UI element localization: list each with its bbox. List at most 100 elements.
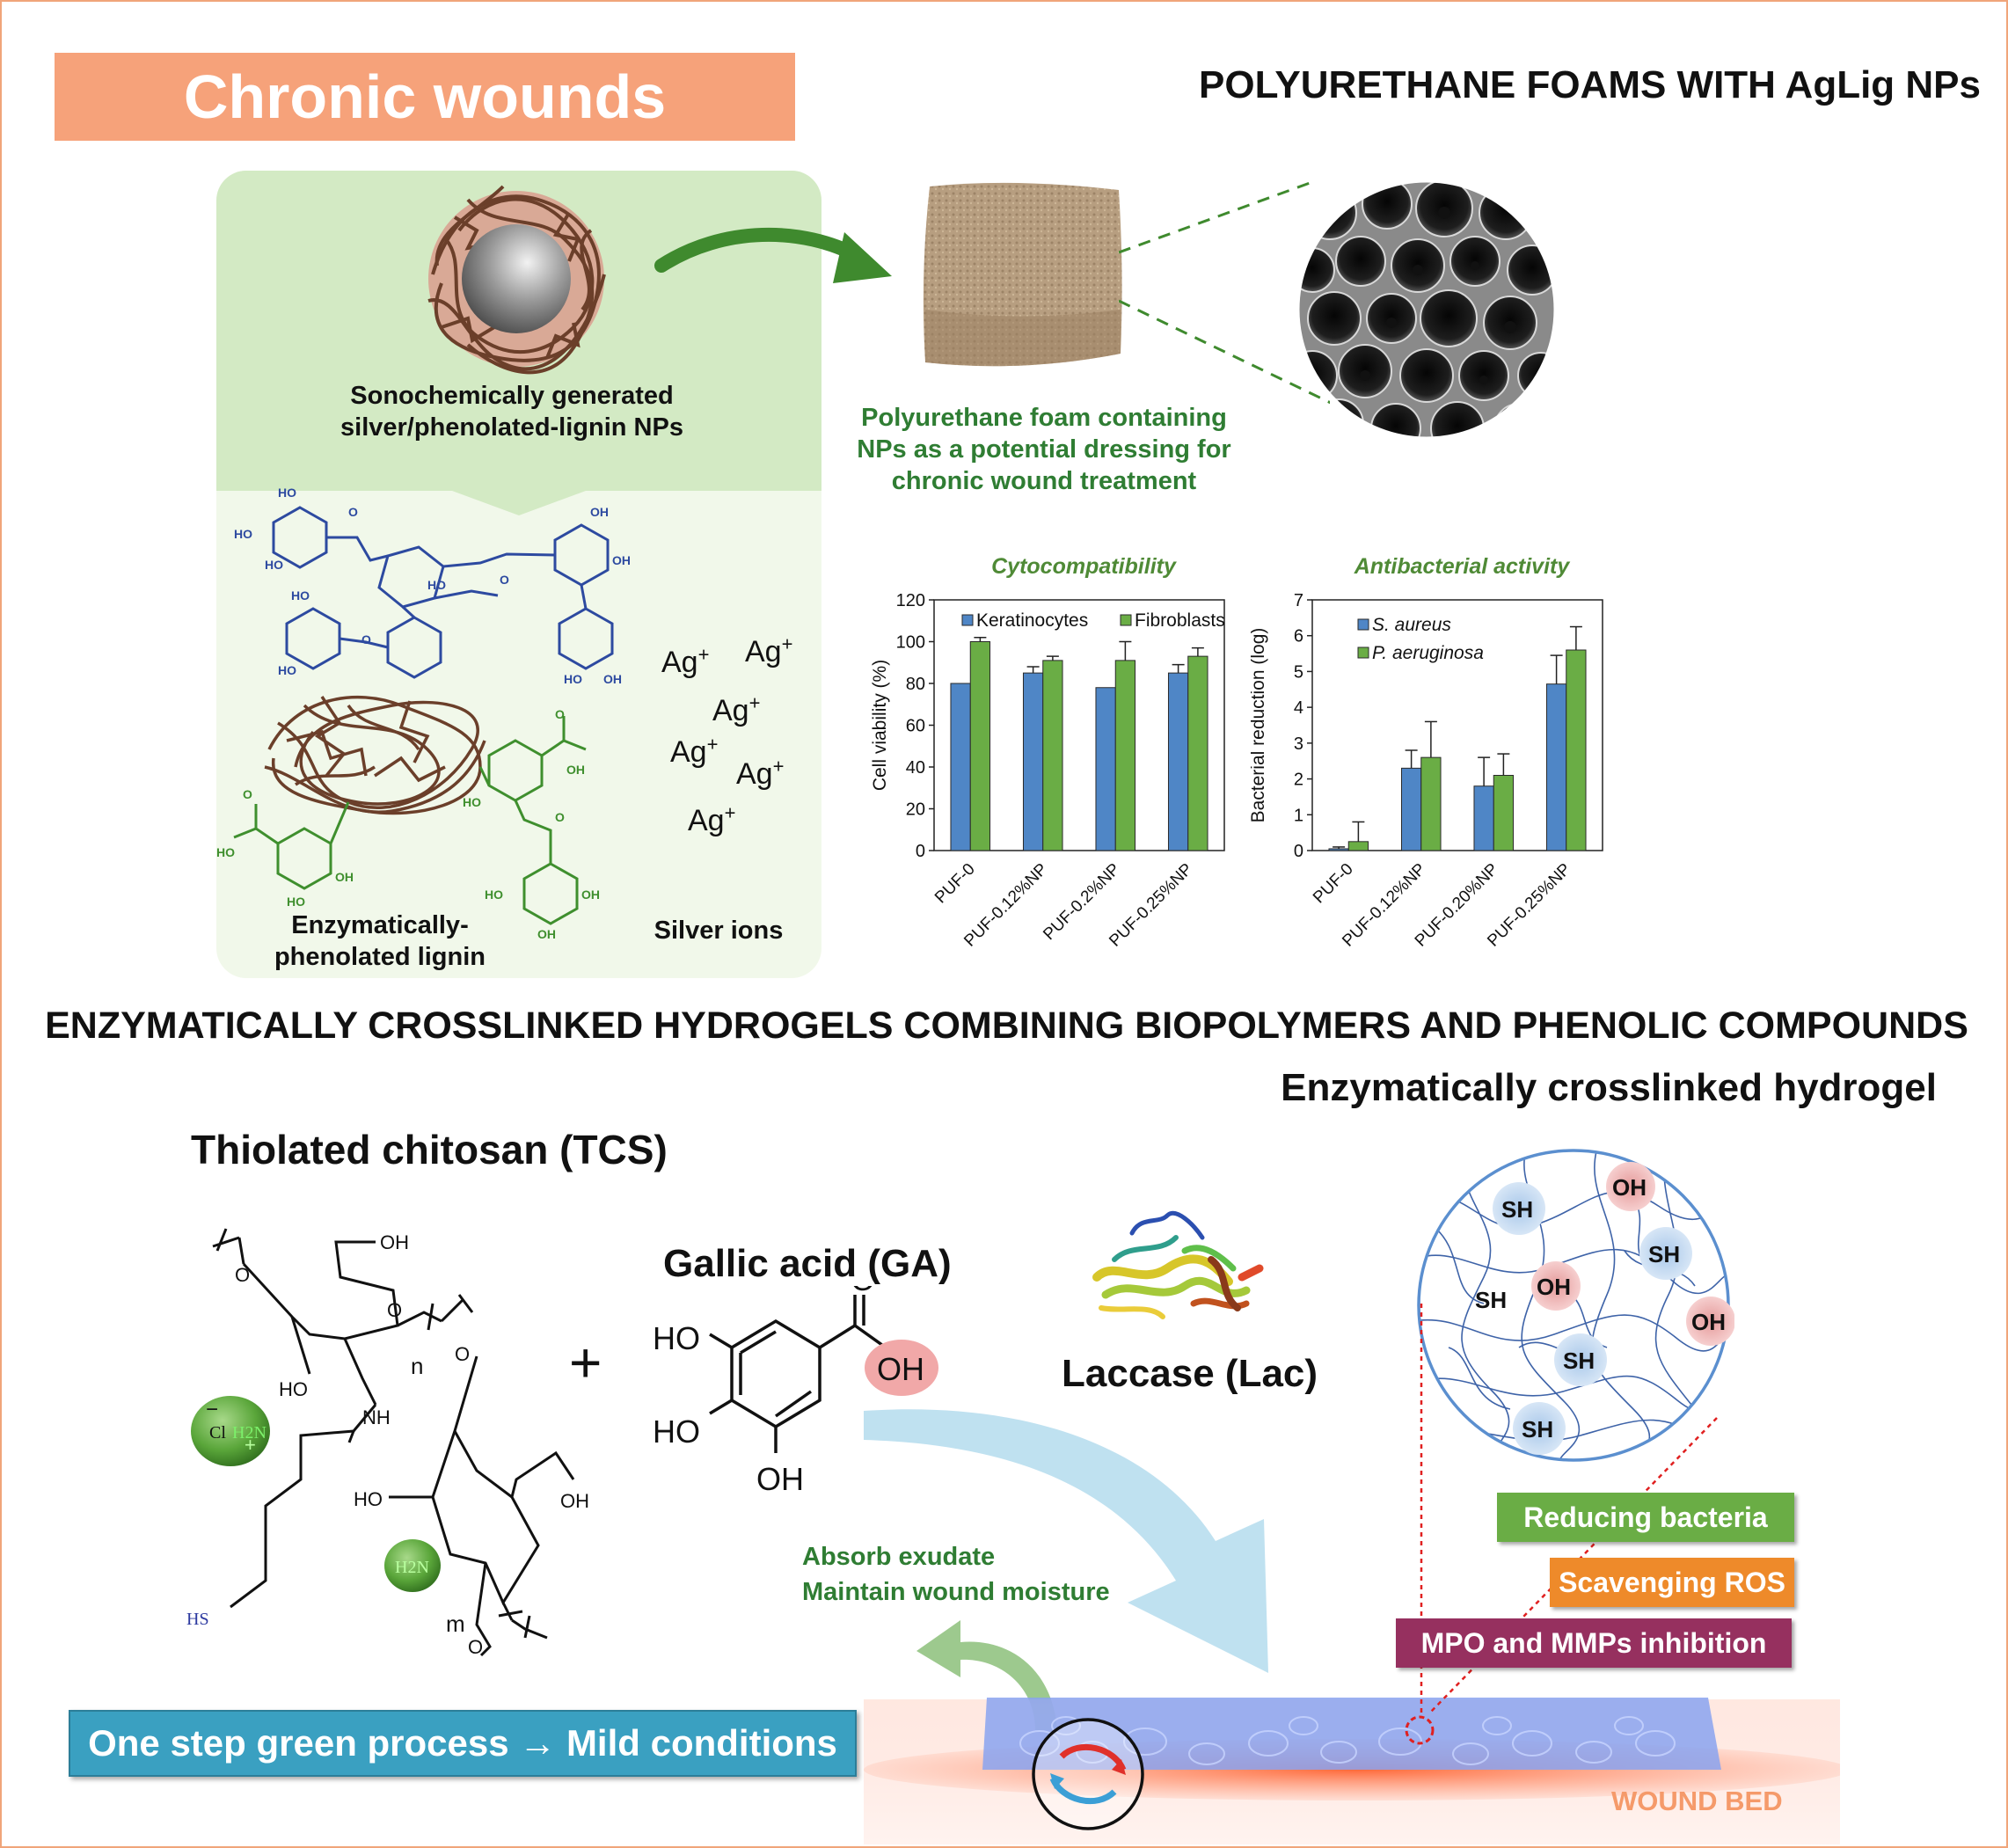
legend-swatch <box>961 614 974 626</box>
green-ho-label: HO <box>463 795 481 809</box>
plus-sign: + <box>245 1434 256 1456</box>
benefit-absorb-exudate: Absorb exudate <box>802 1543 996 1571</box>
tcs-cl-label: Cl <box>209 1423 226 1443</box>
ga-acid-oh-label: OH <box>877 1351 924 1387</box>
lignin-oh-label: OH <box>612 553 630 567</box>
y-tick-label: 40 <box>906 758 925 778</box>
silver-ions-label: Silver ions <box>654 917 784 945</box>
y-tick-label: 120 <box>896 591 925 610</box>
np-caption-line1: Sonochemically generated <box>350 382 674 410</box>
tcs-h2n-label: H2N <box>232 1423 267 1443</box>
green-o-label: O <box>243 787 252 801</box>
y-tick-label: 80 <box>906 675 925 694</box>
bar <box>969 641 991 851</box>
legend-swatch <box>1120 614 1132 626</box>
chart-title: Cytocompatibility <box>991 554 1177 579</box>
sh-group: SH <box>1501 1196 1533 1223</box>
laccase-protein-icon <box>1092 1211 1264 1319</box>
y-tick-label: 20 <box>906 800 925 820</box>
green-o-label: O <box>555 707 565 721</box>
lignin-ho-label: HO <box>564 672 582 686</box>
silver-ion-text: Ag+ <box>688 802 736 838</box>
green-ho-label: HO <box>485 887 503 902</box>
y-tick-label: 0 <box>1294 842 1303 861</box>
tcs-o-label: O <box>235 1264 250 1286</box>
green-oh-label: OH <box>566 763 585 777</box>
green-oh-label: OH <box>581 887 600 902</box>
legend-entry: S. aureus <box>1372 615 1451 635</box>
hydrogel-heading: ENZYMATICALLY CROSSLINKED HYDROGELS COMB… <box>45 1004 1968 1047</box>
crosslinked-hydrogel-title: Enzymatically crosslinked hydrogel <box>1281 1066 1937 1109</box>
property-tag: Scavenging ROS <box>1550 1558 1794 1607</box>
sh-group: SH <box>1648 1241 1680 1267</box>
hydrogel-network-circle: SH OH SH SH OH OH SH SH <box>1417 1149 1734 1462</box>
oh-group: OH <box>1691 1309 1726 1335</box>
y-axis-label: Cell viability (%) <box>870 660 890 791</box>
ga-ho-label: HO <box>653 1413 700 1450</box>
tcs-oh-label: OH <box>560 1490 589 1512</box>
oh-group: OH <box>1537 1274 1571 1300</box>
wound-bed-label: WOUND BED <box>1611 1786 1783 1816</box>
lignin-o-label: O <box>500 573 509 587</box>
np-caption: Sonochemically generated silver/phenolat… <box>266 380 758 443</box>
lignin-label-line1: Enzymatically- <box>291 911 469 939</box>
lignin-ho-label: HO <box>265 558 283 572</box>
foam-caption-line2: NPs as a potential dressing for <box>857 435 1231 464</box>
bar <box>1400 767 1422 851</box>
wound-bed-illustration <box>864 1698 1840 1844</box>
y-axis-label: Bacterial reduction (log) <box>1251 628 1268 823</box>
y-tick-label: 0 <box>916 842 925 861</box>
sem-micrograph <box>1296 179 1557 440</box>
bar <box>1473 785 1494 851</box>
bar <box>1420 756 1442 851</box>
silver-ion: Ag+ <box>712 692 760 728</box>
polyurethane-foam-photo <box>923 182 1122 367</box>
legend-entry: Fibroblasts <box>1135 610 1225 631</box>
lignin-label: Enzymatically- phenolated lignin <box>239 909 521 973</box>
silver-ion-text: Ag+ <box>670 734 719 770</box>
laccase-title: Laccase (Lac) <box>1062 1352 1318 1395</box>
silver-lignin-nanoparticle <box>427 185 606 375</box>
green-ho-label: HO <box>287 895 305 909</box>
y-tick-label: 100 <box>896 633 925 653</box>
silver-ion: Ag+ <box>670 734 718 770</box>
tcs-m-subscript: m <box>446 1611 465 1637</box>
bar <box>1493 775 1515 851</box>
y-tick-label: 5 <box>1294 662 1303 682</box>
silver-ion-text: Ag+ <box>661 644 710 680</box>
bar <box>1114 660 1136 851</box>
benefits-text: Absorb exudate Maintain wound moisture <box>802 1539 1110 1610</box>
tcs-o-label: O <box>455 1343 470 1365</box>
y-tick-label: 2 <box>1294 771 1303 790</box>
lignin-ho-label: HO <box>234 527 252 541</box>
y-tick-label: 60 <box>906 717 925 736</box>
tcs-ho-label: HO <box>354 1488 383 1510</box>
bar <box>1022 672 1044 851</box>
silver-ion-text: Ag+ <box>745 633 793 669</box>
tag-scavenging-ros: Scavenging ROS <box>1559 1567 1785 1598</box>
y-tick-label: 3 <box>1294 734 1303 754</box>
green-o-label: O <box>555 810 565 824</box>
ga-ho-label: HO <box>653 1320 700 1356</box>
ga-oh-label: OH <box>756 1461 804 1497</box>
bar <box>1095 687 1116 851</box>
lignin-oh-label: OH <box>590 505 609 519</box>
green-oh-label: OH <box>537 927 556 941</box>
enzymatically-phenolated-lignin-structure: O O O HO HO HO OH OH HO HO HO HO OH <box>216 486 630 941</box>
lignin-o-label: O <box>361 632 371 646</box>
np-caption-line2: silver/phenolated-lignin NPs <box>340 413 683 442</box>
tag-reducing-bacteria: Reducing bacteria <box>1523 1501 1768 1533</box>
foam-zoom-lines <box>1119 180 1330 405</box>
bar <box>1042 660 1063 851</box>
silver-ion: Ag+ <box>745 633 792 669</box>
x-tick-label: PUF-0 <box>1310 860 1357 908</box>
np-to-foam-arrow <box>654 227 892 283</box>
y-tick-label: 1 <box>1294 806 1303 825</box>
lignin-o-label: O <box>348 505 358 519</box>
foams-heading: POLYURETHANE FOAMS WITH AgLig NPs <box>1199 63 1981 106</box>
silver-ion-text: Ag+ <box>712 692 761 728</box>
green-oh-label: OH <box>335 870 354 884</box>
legend-entry: P. aeruginosa <box>1372 643 1484 663</box>
